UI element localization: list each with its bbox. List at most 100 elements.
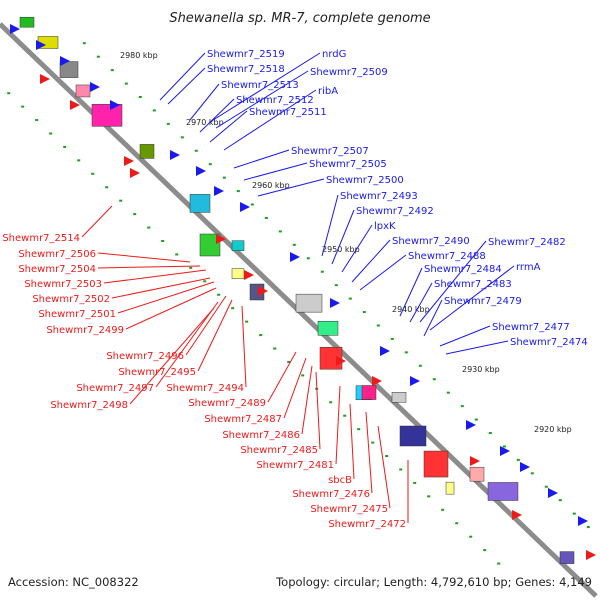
gene-arrow [40,74,50,84]
tick-marker [110,69,114,72]
gene-arrow [330,298,340,308]
label-leader [409,282,433,323]
gene-arrow [130,168,140,178]
kbp-tick-label: 2930 kbp [462,365,500,374]
tick-marker [301,374,305,377]
genome-summary: Topology: circular; Length: 4,792,610 bp… [275,575,592,589]
tick-marker [399,468,403,471]
gene-features [10,16,596,564]
tick-marker [516,458,520,461]
tick-marker [21,105,25,108]
tick-marker [586,526,590,529]
gene-arrow [90,82,100,92]
label-leader [129,307,215,405]
tick-marker [287,360,291,363]
label-leader [267,351,297,403]
tick-marker [35,119,39,122]
label-leader [159,52,206,101]
tick-marker [460,405,464,408]
label-leader [97,265,201,269]
lower-gene-label: Shewmr7_2494 [166,383,244,394]
tick-marker [292,243,296,246]
lower-gene-label: Shewmr7_2503 [24,279,102,290]
gene-arrow [336,356,346,366]
tick-marker [250,203,254,206]
upper-gene-label: Shewmr7_2505 [309,159,387,170]
tick-marker [334,284,338,287]
upper-gene-label: Shewmr7_2490 [392,236,470,247]
upper-gene-label: Shewmr7_2474 [510,337,588,348]
tick-marker [404,351,408,354]
gene-feature [399,425,427,447]
tick-marker [63,145,67,148]
label-leader [365,411,373,494]
tick-marker [371,441,375,444]
map-title: Shewanella sp. MR-7, complete genome [169,11,430,26]
tick-marker [441,508,445,511]
tick-marker [455,522,459,525]
tick-marker [320,270,324,273]
gene-feature [91,104,123,127]
gene-feature [361,385,377,400]
label-leader [423,299,443,337]
tick-marker [306,257,310,260]
gene-arrow [214,186,224,196]
tick-marker [82,42,86,45]
lower-gene-label: Shewmr7_2499 [46,325,124,336]
tick-marker [264,216,268,219]
label-leader [223,89,317,151]
tick-marker [446,391,450,394]
gene-arrow [520,462,530,472]
tick-marker [245,320,249,323]
label-leader [439,325,491,347]
upper-gene-label: Shewmr7_2477 [492,322,570,333]
tick-marker [413,481,417,484]
gene-arrow [500,446,510,456]
tick-marker [49,132,53,135]
gene-arrow [466,420,476,430]
tick-marker [194,149,198,152]
tick-marker [152,109,156,112]
tick-marker [483,549,487,552]
label-leader [189,83,220,121]
gene-arrow [10,24,20,34]
label-leader [301,365,313,435]
tick-markers [7,42,590,565]
tick-marker [203,280,207,283]
tick-marker [385,455,389,458]
gene-feature [59,61,79,78]
tick-marker [488,432,492,434]
lower-gene-label: Shewmr7_2476 [292,489,370,500]
tick-marker [180,136,184,139]
label-leader [429,265,515,331]
gene-feature [469,466,485,482]
tick-marker [133,213,137,216]
gene-arrow [372,376,382,386]
upper-gene-label: Shewmr7_2482 [488,237,566,248]
lower-gene-label: Shewmr7_2481 [256,460,334,471]
upper-gene-label: Shewmr7_2492 [356,206,434,217]
lower-gene-label: sbcB [328,475,352,486]
gene-arrow [196,166,206,176]
lower-gene-label: Shewmr7_2514 [2,233,80,244]
gene-feature [231,240,245,251]
tick-marker [474,418,478,421]
gene-arrow [578,516,588,526]
label-leader [377,425,391,509]
tick-marker [208,163,212,166]
gene-arrow [380,346,390,356]
upper-gene-label: Shewmr7_2500 [326,175,404,186]
tick-marker [259,334,263,337]
tick-marker [273,347,277,350]
tick-marker [362,311,366,314]
tick-marker [469,535,473,538]
label-leader [209,110,248,143]
gene-feature [423,450,449,478]
tick-marker [119,199,123,202]
upper-gene-label: nrdG [322,49,346,60]
gene-feature [199,233,221,257]
upper-gene-label: Shewmr7_2512 [236,95,314,106]
gene-feature [139,144,155,159]
lower-gene-label: Shewmr7_2502 [32,294,110,305]
gene-feature [295,293,323,313]
